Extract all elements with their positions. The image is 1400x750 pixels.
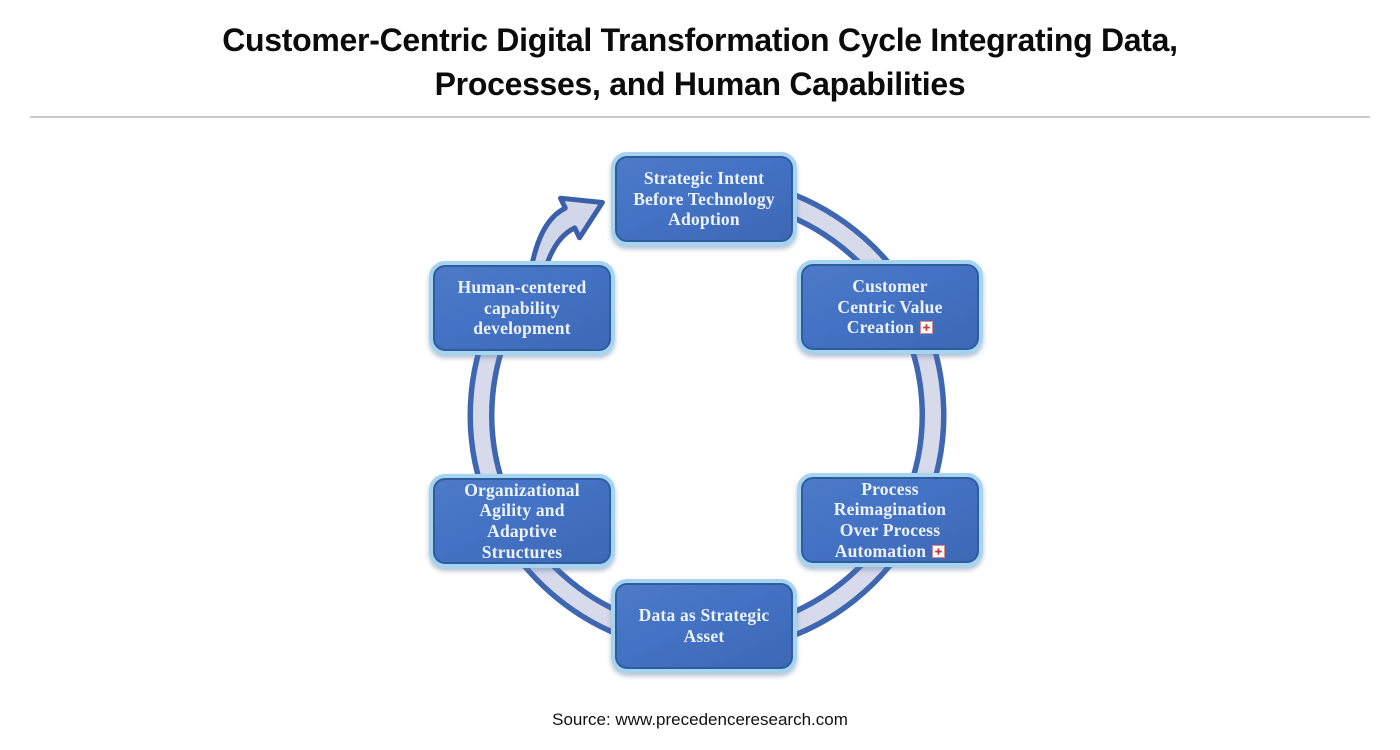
node-label: Organizational Agility and Adaptive Stru… (464, 479, 580, 562)
broken-image-icon (932, 542, 946, 558)
page-title-line-1: Customer-Centric Digital Transformation … (222, 22, 1178, 58)
node-label: Process Reimagination Over Process Autom… (833, 478, 947, 561)
node-label: Strategic Intent Before Technology Adopt… (633, 168, 775, 230)
title-divider-line (30, 116, 1370, 118)
node-label: Data as Strategic Asset (638, 605, 770, 646)
node-label: Human-centered capability development (457, 277, 587, 339)
page-title: Customer-Centric Digital Transformation … (0, 18, 1400, 106)
cycle-node-customer-centric-value: Customer Centric Value Creation (797, 260, 983, 354)
cycle-node-strategic-intent: Strategic Intent Before Technology Adopt… (611, 152, 797, 246)
source-attribution: Source: www.precedenceresearch.com (552, 710, 848, 729)
cycle-node-human-centered-capability: Human-centered capability development (429, 261, 615, 355)
broken-image-icon (920, 318, 934, 335)
cycle-node-process-reimagination: Process Reimagination Over Process Autom… (797, 473, 983, 567)
cycle-node-organizational-agility: Organizational Agility and Adaptive Stru… (429, 474, 615, 568)
page-title-line-2: Processes, and Human Capabilities (434, 66, 966, 103)
node-label: Customer Centric Value Creation (837, 276, 943, 338)
cycle-node-data-strategic-asset: Data as Strategic Asset (611, 579, 797, 673)
